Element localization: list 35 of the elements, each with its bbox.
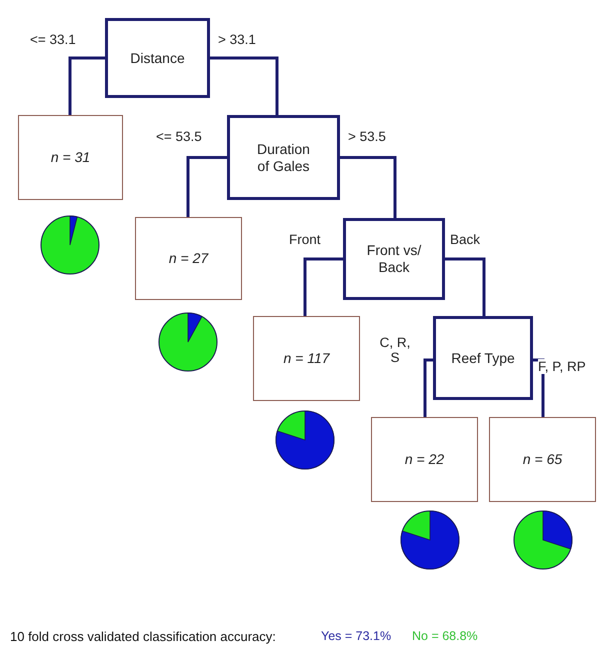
edge-label: F, P, RP — [538, 359, 586, 374]
sample-count: n = 22 — [404, 451, 444, 468]
split-variable: Distance — [130, 50, 185, 66]
decision-box — [105, 18, 210, 98]
sample-count: n = 31 — [50, 149, 90, 166]
accuracy-value: Yes = 73.1% — [321, 629, 392, 643]
split-variable: Front vs/ Back — [366, 242, 422, 276]
connector-line — [304, 258, 343, 316]
decision-box — [343, 218, 445, 300]
connector-line — [186, 156, 227, 217]
connector-line — [445, 258, 486, 316]
accuracy-value: No = 68.8% — [412, 629, 478, 643]
leaf-box — [371, 417, 478, 502]
sample-count: n = 27 — [168, 250, 208, 267]
edge-label: <= 53.5 — [156, 129, 202, 144]
split-variable: Reef Type — [451, 350, 515, 366]
edge-label: > 53.5 — [348, 129, 386, 144]
split-variable: Duration of Gales — [256, 140, 311, 174]
leaf-box — [135, 217, 242, 300]
leaf-box — [18, 115, 123, 200]
sample-count: n = 117 — [283, 350, 330, 367]
connector-line — [210, 56, 278, 115]
connector-line — [340, 156, 396, 218]
edge-label: Front — [289, 232, 321, 247]
edge-label: Back — [450, 232, 480, 247]
edge-label: > 33.1 — [218, 32, 256, 47]
leaf-box — [489, 417, 596, 502]
decision-box — [227, 115, 340, 200]
connector-line — [68, 56, 105, 115]
leaf-box — [253, 316, 360, 401]
sample-count: n = 65 — [522, 451, 562, 468]
decision-box — [433, 316, 533, 400]
connector-line — [424, 358, 433, 417]
accuracy-note: 10 fold cross validated classification accuracy: — [10, 629, 276, 644]
edge-label: <= 33.1 — [30, 32, 76, 47]
